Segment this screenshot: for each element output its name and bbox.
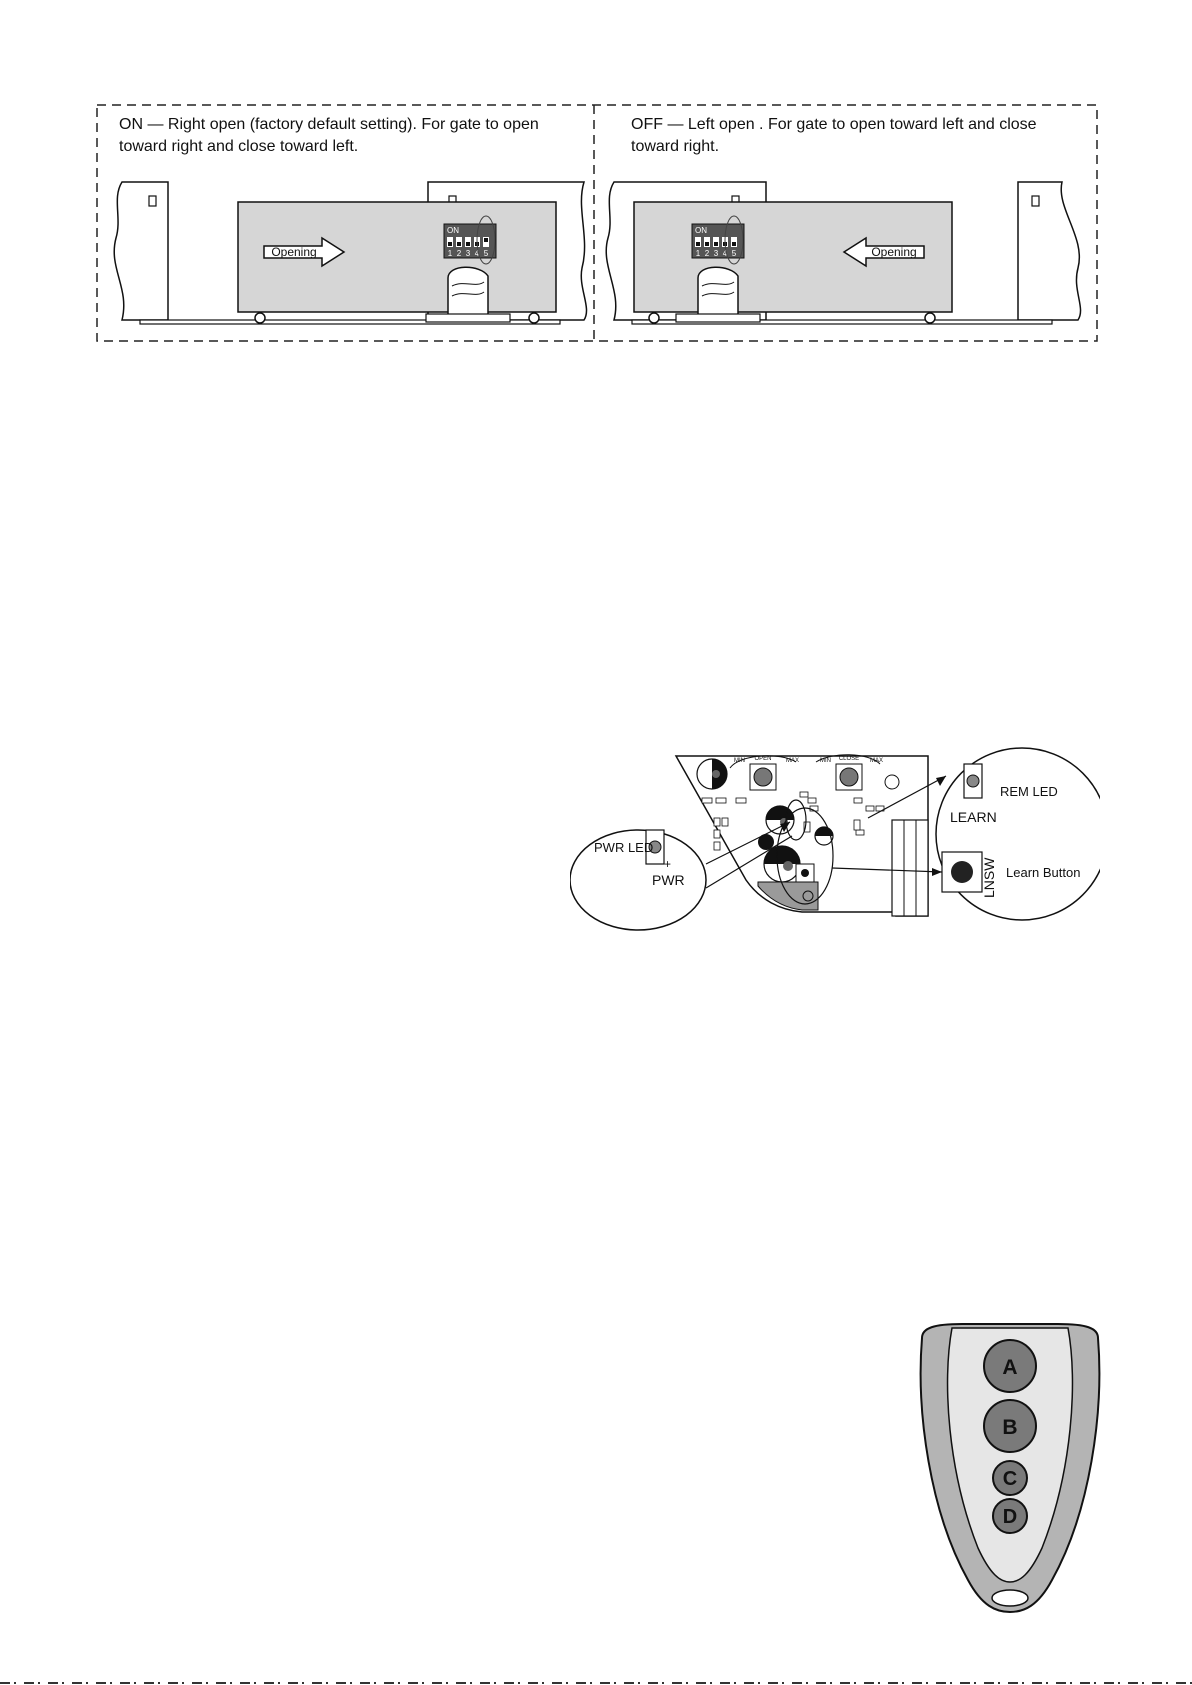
- left-open-line2: toward right.: [631, 136, 1091, 158]
- post-latch-icon: [149, 196, 156, 206]
- dip-number: 2: [457, 249, 462, 258]
- gate-wheel: [529, 313, 539, 323]
- left-open-gate-illustration: Opening ON 1 2 3 4 5: [600, 178, 1090, 330]
- gate-wheel: [649, 313, 659, 323]
- page-bottom-edge-marks: [0, 1681, 1192, 1685]
- gate-wheel: [255, 313, 265, 323]
- pot-min-label: MIN: [820, 758, 831, 764]
- capacitor: [766, 806, 794, 834]
- lnsw-silk-label: LNSW: [981, 857, 997, 898]
- remote-key-ring-hole: [992, 1590, 1028, 1606]
- motor-base: [676, 314, 760, 322]
- remote-button-a-label: A: [1002, 1356, 1017, 1379]
- motor-base: [426, 314, 510, 322]
- post-latch-icon: [1032, 196, 1039, 206]
- close-potentiometer-icon: [836, 764, 862, 790]
- pwr-silk-label: PWR: [652, 872, 685, 888]
- capacitor: [697, 759, 727, 789]
- pot-close-label: CLOSE: [839, 756, 859, 762]
- dip-on-label: ON: [695, 226, 707, 235]
- remote-button-d-label: D: [1003, 1506, 1017, 1528]
- pot-max-label: MAX: [786, 758, 799, 764]
- right-open-gate-illustration: Opening ON 1 2 3 4 5: [108, 178, 592, 330]
- remote-button-b-label: B: [1002, 1416, 1017, 1439]
- pot-max-label: MAX: [870, 758, 883, 764]
- remote-button-a[interactable]: A: [984, 1340, 1036, 1392]
- dip-number: 1: [448, 249, 453, 258]
- remote-button-b[interactable]: B: [984, 1400, 1036, 1452]
- left-open-description: OFF — Left open . For gate to open towar…: [631, 114, 1091, 158]
- capacitor: [764, 846, 800, 882]
- learn-silk-label: LEARN: [950, 809, 997, 825]
- gate-wheel: [925, 313, 935, 323]
- right-open-line2: toward right and close toward left.: [119, 136, 579, 158]
- dip-number: 3: [466, 249, 471, 258]
- remote-control: A B C D: [912, 1322, 1108, 1618]
- dip-number: 5: [484, 249, 489, 258]
- board-screw-icon: [885, 775, 899, 789]
- opening-arrow-label: Opening: [871, 245, 916, 259]
- dip-number: 3: [714, 249, 719, 258]
- dip-number: 5: [732, 249, 737, 258]
- dip-number: 2: [705, 249, 710, 258]
- left-open-line1: OFF — Left open . For gate to open towar…: [631, 114, 1091, 136]
- remote-button-c[interactable]: C: [993, 1461, 1027, 1495]
- pot-open-label: OPEN: [754, 756, 771, 762]
- learn-button-label: Learn Button: [1006, 865, 1080, 880]
- learn-callout: [936, 748, 1100, 920]
- dip-number: 1: [696, 249, 701, 258]
- dip-on-label: ON: [447, 226, 459, 235]
- right-gate-post: [1018, 182, 1081, 320]
- open-potentiometer-icon: [750, 764, 776, 790]
- remote-button-c-label: C: [1003, 1468, 1017, 1490]
- pot-min-label: MIN: [734, 758, 745, 764]
- right-open-line1: ON — Right open (factory default setting…: [119, 114, 579, 136]
- left-gate-post: [114, 182, 168, 320]
- pwr-led-label: PWR LED: [594, 840, 653, 855]
- gate-motor: [448, 267, 488, 316]
- gate-motor: [698, 267, 738, 316]
- heatsink: [892, 820, 928, 916]
- rem-led-label: REM LED: [1000, 784, 1058, 799]
- pwr-plus-sign: +: [664, 857, 671, 871]
- right-open-description: ON — Right open (factory default setting…: [119, 114, 579, 158]
- control-board-diagram: OPEN CLOSE MIN MAX MIN MAX PWR LED: [570, 740, 1100, 940]
- opening-arrow-label: Opening: [271, 245, 316, 259]
- remote-button-d[interactable]: D: [993, 1499, 1027, 1533]
